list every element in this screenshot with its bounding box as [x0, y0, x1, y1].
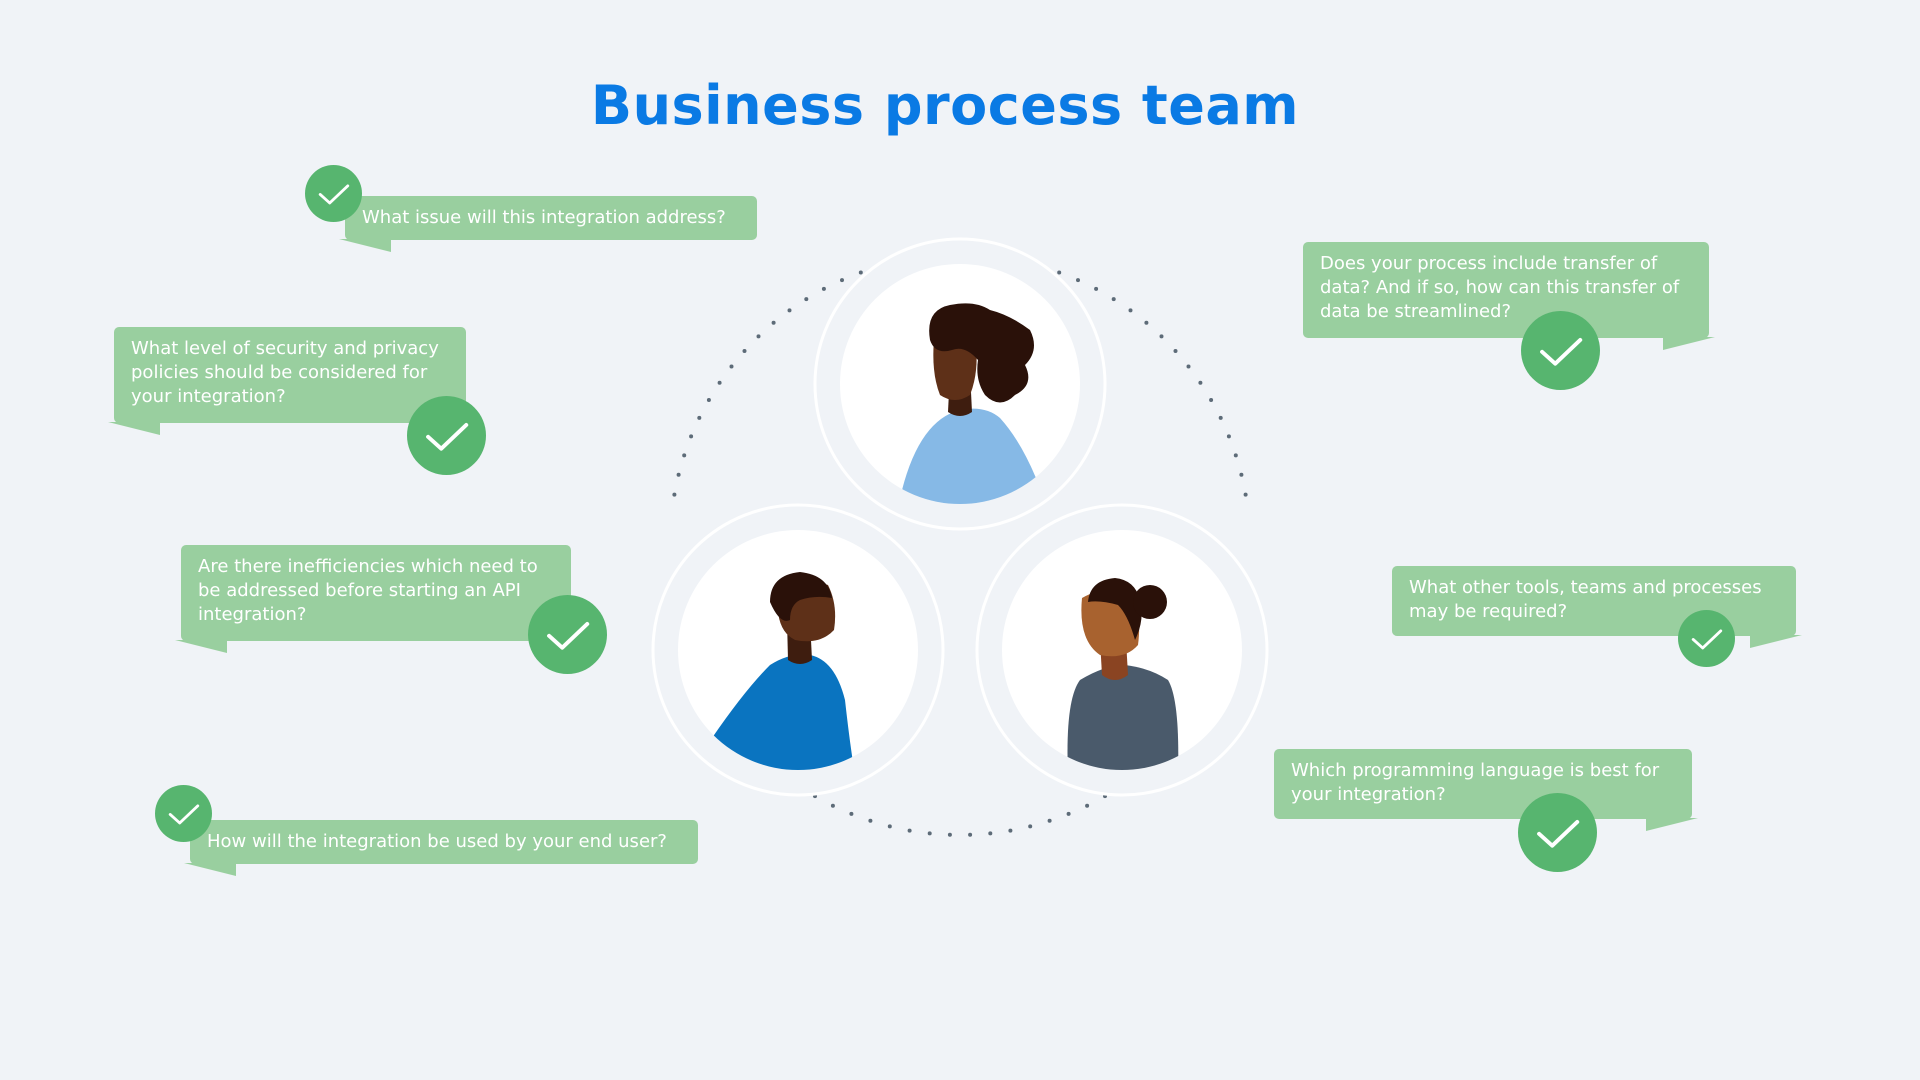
connector-dot	[676, 472, 681, 477]
connector-dot	[804, 297, 809, 302]
question-bubble-language: Which programming language is best for y…	[1274, 749, 1698, 831]
connector-dot	[1233, 453, 1238, 458]
question-text: How will the integration be used by your…	[207, 831, 667, 852]
question-bubble-data-transfer: Does your process include transfer of da…	[1303, 242, 1715, 350]
connector-dot	[682, 453, 687, 458]
connector-dot	[1066, 811, 1071, 816]
bubble-tail	[1663, 337, 1715, 350]
connector-dot	[1239, 472, 1244, 477]
check-icon	[407, 396, 486, 475]
connector-dot	[849, 811, 854, 816]
connector-dot	[947, 832, 952, 837]
connector-dot	[1159, 334, 1164, 339]
connector-dot	[1198, 380, 1203, 385]
connector-dot	[840, 278, 844, 283]
dotted-connector-ring	[672, 270, 1248, 837]
connector-dot	[672, 492, 677, 497]
connector-dot	[1144, 320, 1149, 325]
connector-dot	[1226, 434, 1231, 439]
check-icon	[155, 785, 212, 842]
connector-dot	[868, 818, 873, 823]
person-bottom-left	[651, 503, 945, 797]
person-top	[813, 237, 1107, 531]
connector-dot	[858, 270, 863, 275]
connector-dot	[887, 824, 892, 829]
connector-dot	[689, 434, 694, 439]
check-icon	[528, 595, 607, 674]
connector-dot	[1008, 828, 1013, 833]
connector-dot	[756, 334, 761, 339]
connector-dot	[717, 380, 722, 385]
question-bubble-end-user: How will the integration be used by your…	[184, 820, 698, 876]
question-bubble-security: What level of security and privacy polic…	[108, 327, 466, 435]
connector-dot	[907, 828, 912, 833]
bubble-tail	[339, 239, 391, 252]
connector-dot	[968, 832, 973, 837]
bubble-tail	[1646, 818, 1698, 831]
connector-dot	[742, 349, 747, 353]
check-icon	[305, 165, 362, 222]
question-text: Which programming language is best for y…	[1291, 760, 1660, 805]
page-title: Business process team	[590, 74, 1300, 137]
bubble-tail	[175, 640, 227, 653]
connector-dot	[771, 320, 776, 325]
question-text: What level of security and privacy polic…	[131, 338, 439, 407]
connector-dot	[1218, 415, 1223, 420]
connector-dot	[1186, 364, 1191, 369]
connector-dot	[1173, 349, 1178, 353]
connector-dot	[697, 415, 702, 420]
question-bubble-inefficiencies: Are there inefficiencies which need to b…	[175, 545, 571, 653]
question-text: Does your process include transfer of da…	[1320, 253, 1680, 322]
question-bubble-issue: What issue will this integration address…	[339, 196, 757, 252]
check-icon	[1518, 793, 1597, 872]
person-bottom-right	[975, 503, 1269, 797]
connector-dot	[729, 364, 734, 369]
check-icon	[1678, 610, 1735, 667]
bubble-tail	[1750, 635, 1802, 648]
question-text: What other tools, teams and processes ma…	[1409, 577, 1762, 622]
connector-dot	[830, 803, 835, 808]
question-text: Are there inefficiencies which need to b…	[198, 556, 538, 625]
connector-dot	[821, 286, 826, 291]
connector-dot	[1047, 818, 1052, 823]
connector-dot	[706, 398, 711, 402]
bubble-tail	[108, 422, 160, 435]
connector-dot	[1111, 297, 1116, 302]
connector-dot	[1085, 803, 1090, 808]
connector-dot	[988, 831, 993, 836]
check-icon	[1521, 311, 1600, 390]
connector-dot	[787, 308, 792, 313]
question-bubble-other-tools: What other tools, teams and processes ma…	[1392, 566, 1802, 648]
connector-dot	[927, 831, 932, 836]
connector-dot	[1094, 286, 1099, 291]
connector-dot	[1076, 278, 1080, 283]
question-text: What issue will this integration address…	[362, 207, 726, 228]
bubble-tail	[184, 863, 236, 876]
connector-dot	[1057, 270, 1062, 275]
connector-dot	[1128, 308, 1133, 313]
connector-dot	[1028, 824, 1033, 829]
connector-dot	[1209, 398, 1214, 402]
connector-dot	[1243, 492, 1248, 497]
